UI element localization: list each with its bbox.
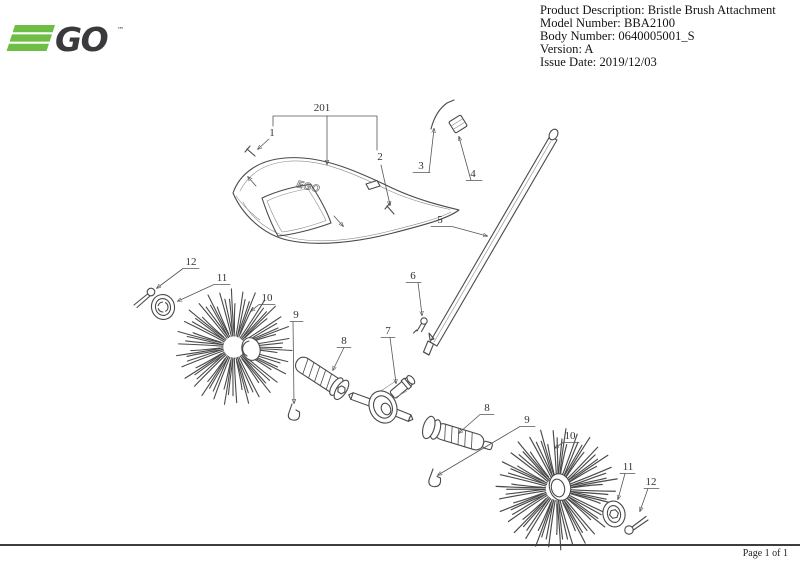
part-hook-left: [287, 403, 301, 421]
callout-11-left: 11: [178, 272, 231, 301]
callout-label-2: 2: [377, 151, 383, 163]
part-end-cap-right: [602, 500, 626, 528]
callout-5: 5: [430, 214, 487, 236]
part-gearbox: [348, 375, 416, 424]
issue-date-line: Issue Date: 2019/12/03: [540, 55, 657, 69]
callout-3: 3: [412, 129, 434, 173]
part-hook-right: [428, 468, 442, 488]
part-shaft-tube: [422, 128, 559, 356]
page-number-label: Page 1 of 1: [742, 548, 788, 559]
callout-7: 7: [380, 325, 396, 383]
ego-logo-go-text: GO: [55, 22, 108, 59]
callout-label-3: 3: [418, 160, 424, 172]
callout-label-201: 201: [314, 102, 331, 114]
version-line: Version: A: [540, 42, 594, 56]
part-cotter-pin-right: [624, 515, 649, 535]
product-description-line: Product Description: Bristle Brush Attac…: [540, 3, 776, 17]
callout-8-right: 8: [459, 402, 495, 433]
part-clip-pin: [412, 317, 428, 334]
part-end-cap-left: [150, 293, 176, 321]
callout-12-right: 12: [640, 476, 660, 511]
trademark-symbol: ™: [117, 26, 124, 34]
part-bristle-brush-right: [481, 413, 633, 562]
callout-6: 6: [405, 270, 422, 315]
cover-latch-tab: [365, 179, 381, 191]
assembly-arrow: [428, 332, 435, 341]
callout-label-4: 4: [470, 168, 476, 180]
callout-11-right: 11: [618, 461, 636, 499]
callout-10-left: 10: [251, 292, 276, 311]
callout-9-right: 9: [438, 414, 536, 475]
cover-crease-arrow-bottom: [333, 215, 343, 226]
part-cover-housing: EGO: [232, 157, 460, 244]
part-brush-core-left: [294, 356, 350, 401]
callout-label-12-left: 12: [186, 256, 197, 268]
callout-201: 201: [272, 102, 378, 164]
callout-9-left: 9: [290, 309, 304, 403]
callout-label-11-right: 11: [623, 461, 634, 473]
callout-label-1: 1: [269, 127, 275, 139]
part-bristle-brush-left: [173, 286, 297, 410]
page-footer: Page 1 of 1: [0, 544, 800, 559]
callout-label-10-right: 10: [565, 430, 577, 442]
body-number-line: Body Number: 0640005001_S: [540, 29, 695, 43]
callout-label-9-left: 9: [293, 309, 299, 321]
callout-label-5: 5: [437, 214, 443, 226]
part-clip-sleeve: [448, 114, 468, 134]
part-brush-core-right: [421, 415, 493, 451]
cover-crease-arrow-left: [248, 177, 257, 187]
callout-label-7: 7: [385, 325, 391, 337]
model-number-line: Model Number: BBA2100: [540, 16, 676, 30]
callout-10-right: 10: [555, 430, 580, 448]
callout-2: 2: [377, 151, 390, 205]
callout-label-9-right: 9: [524, 414, 530, 426]
product-info-block: Product Description: Bristle Brush Attac…: [540, 4, 776, 69]
ego-logo: GO ™: [6, 22, 124, 59]
callout-label-11-left: 11: [217, 272, 228, 284]
callout-1: 1: [258, 127, 275, 149]
part-screw-1: [244, 145, 256, 157]
callout-label-12-right: 12: [646, 476, 657, 488]
callout-4: 4: [459, 137, 483, 181]
callout-label-8-right: 8: [484, 402, 490, 414]
callout-label-6: 6: [410, 270, 416, 282]
callout-label-10-left: 10: [262, 292, 274, 304]
callout-12-left: 12: [157, 256, 200, 288]
callout-8-left: 8: [333, 335, 352, 370]
ego-logo-e-bars: [6, 25, 56, 51]
callout-label-8-left: 8: [341, 335, 347, 347]
